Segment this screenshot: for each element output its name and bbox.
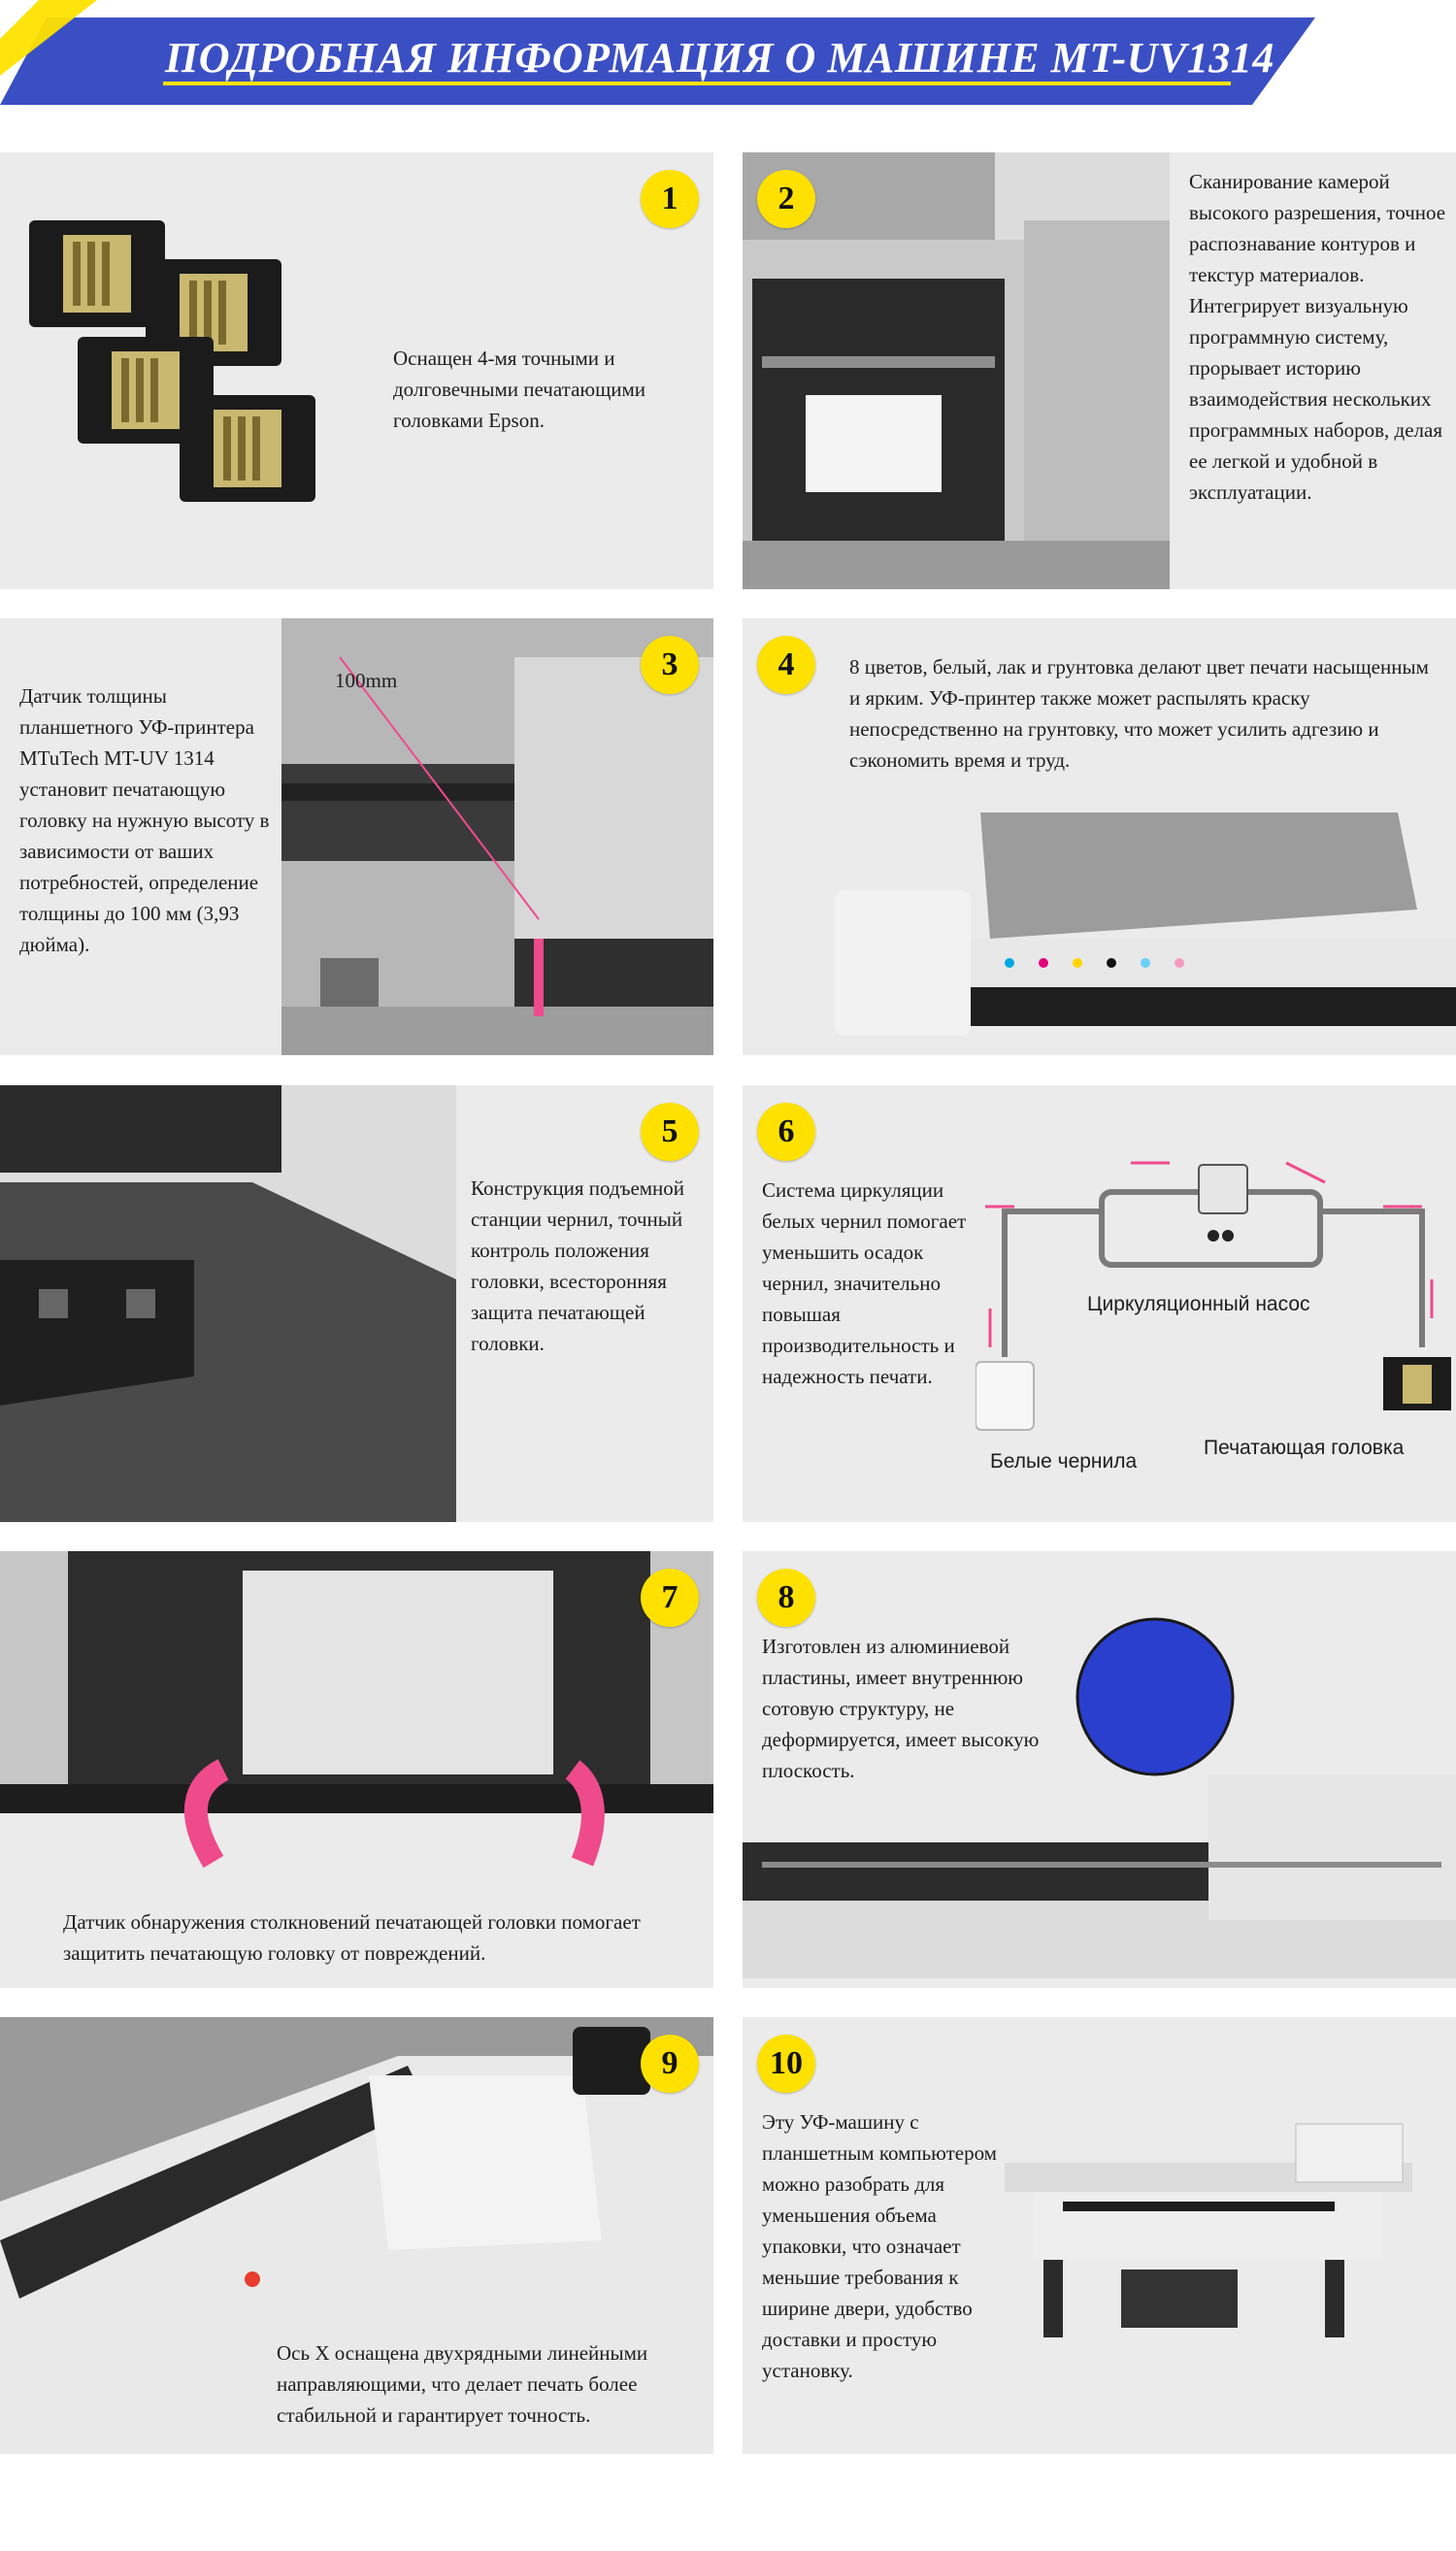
white-ink-label: Белые чернила (990, 1450, 1138, 1473)
collision-sensor-image (0, 1551, 713, 1869)
step-badge-5: 5 (641, 1103, 699, 1161)
panel-9-text: Ось X оснащена двухрядными линейными нап… (277, 2341, 648, 2427)
step-badge-7: 7 (641, 1569, 699, 1627)
camera-unit-image (743, 152, 1170, 589)
panel-8: 8 Изготовлен из алюминиевой пластины, им… (743, 1551, 1456, 1988)
panel-9: 9 Ось X оснащена двухрядными линейными н… (0, 2017, 713, 2454)
flatbed-table-image (743, 1774, 1456, 1978)
honeycomb-circle-image (1075, 1617, 1235, 1776)
step-badge-8: 8 (757, 1569, 815, 1627)
step-badge-6: 6 (757, 1103, 815, 1161)
banner-shape (0, 0, 1315, 105)
capping-station-image (0, 1085, 456, 1522)
panel-4-text: 8 цветов, белый, лак и грунтовка делают … (849, 655, 1429, 772)
panel-5: 5 Конструкция подъемной станции чернил, … (0, 1085, 713, 1522)
step-badge-9: 9 (641, 2035, 699, 2093)
x-axis-rail-image (0, 2017, 713, 2454)
panel-6-text: Система циркуляции белых чернил помогает… (762, 1178, 967, 1388)
ink-circulation-diagram (976, 1161, 1451, 1431)
panel-4: 4 8 цветов, белый, лак и грунтовка делаю… (743, 618, 1456, 1055)
printhead-label: Печатающая головка (1204, 1437, 1405, 1459)
ink-tank-image (835, 812, 1456, 1036)
step-badge-10: 10 (757, 2035, 815, 2093)
machine-overview-image (1005, 2123, 1412, 2337)
step-badge-4: 4 (757, 636, 815, 694)
panel-3: 3 100mm Датчик толщины планшетного УФ-пр… (0, 618, 713, 1055)
step-badge-2: 2 (757, 170, 815, 228)
panel-6: 6 Система циркуляции белых чернил помога… (743, 1085, 1456, 1522)
panel-5-text: Конструкция подъемной станции чернил, то… (471, 1176, 685, 1355)
panel-7-text: Датчик обнаружения столкновений печатающ… (63, 1910, 641, 1965)
panel-10-text: Эту УФ-машину с планшетным компьютером м… (762, 2110, 997, 2382)
thickness-sensor-image (281, 618, 713, 1055)
panel-8-text: Изготовлен из алюминиевой пластины, имее… (762, 1635, 1040, 1782)
panel-3-text: Датчик толщины планшетного УФ-принтера M… (19, 684, 270, 956)
panel-10: 10 Эту УФ-машину с планшетным компьютеро… (743, 2017, 1456, 2454)
step-badge-1: 1 (641, 170, 699, 228)
pump-label: Циркуляционный насос (1087, 1293, 1310, 1315)
panel-2: 2 Сканирование камерой высокого разрешен… (743, 152, 1456, 589)
panel-7: 7 Датчик обнаружения столкновений печата… (0, 1551, 713, 1988)
thickness-label: 100mm (335, 669, 398, 692)
panel-1-text: Оснащен 4-мя точными и долговечными печа… (393, 347, 646, 432)
page-title: ПОДРОБНАЯ ИНФОРМАЦИЯ О МАШИНЕ MT-UV1314 (165, 34, 1274, 82)
header-banner: ПОДРОБНАЯ ИНФОРМАЦИЯ О МАШИНЕ MT-UV1314 (0, 0, 1456, 116)
printhead-image (29, 220, 315, 502)
step-badge-3: 3 (641, 636, 699, 694)
panel-1: 1 Оснащен 4-мя точными и долговечными пе… (0, 152, 713, 589)
panel-2-text: Сканирование камерой высокого разрешения… (1189, 170, 1446, 504)
